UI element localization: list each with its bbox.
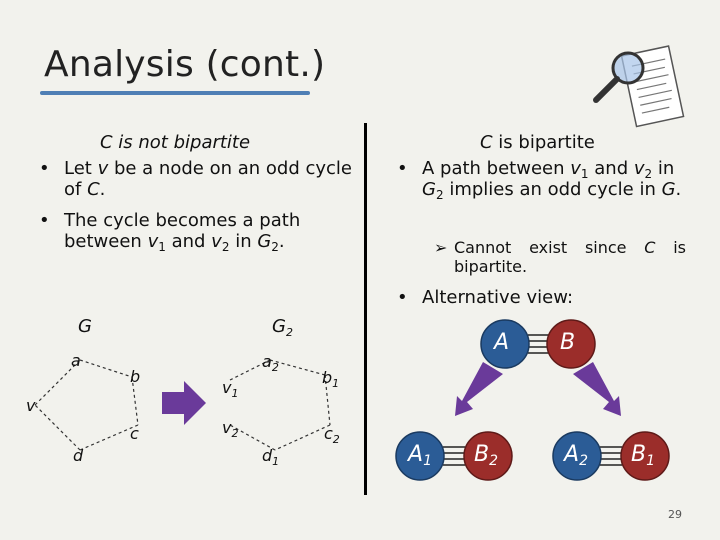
graph-g — [34, 359, 139, 451]
graph-g2-label: G2 — [272, 316, 293, 339]
right-bullet-2: •Alternative view: — [397, 287, 574, 308]
node-v: v — [26, 396, 36, 415]
node-A1: A1 — [408, 442, 432, 469]
node-A: A — [494, 330, 510, 355]
node-c2: c2 — [324, 424, 340, 446]
node-a2: a2 — [262, 352, 279, 374]
node-d1: d1 — [262, 446, 280, 468]
slide-title: Analysis (cont.) — [44, 44, 326, 85]
left-bullet-1: •Let v be a node on an odd cycle of C. — [39, 158, 352, 200]
node-b: b — [130, 367, 141, 386]
right-arrow-icon — [162, 381, 206, 425]
node-A2: A2 — [564, 442, 588, 469]
node-B1: B1 — [631, 442, 656, 469]
left-heading: C is not bipartite — [100, 132, 251, 153]
left-bullet-2: •The cycle becomes a path between v1 and… — [39, 210, 301, 254]
node-d: d — [73, 446, 84, 465]
graph-g2 — [229, 359, 331, 451]
bipartite-view — [395, 319, 670, 481]
page-number: 29 — [668, 508, 682, 521]
node-B: B — [560, 330, 576, 355]
node-v2: v2 — [222, 418, 239, 440]
node-a: a — [71, 351, 81, 370]
right-heading: C is bipartite — [480, 132, 595, 153]
title-underline — [40, 91, 310, 95]
right-bullet-1: •A path between v1 and v2 in G2 implies … — [397, 158, 682, 202]
column-divider — [364, 123, 367, 495]
node-v1: v1 — [222, 378, 239, 400]
graph-g-label: G — [78, 316, 92, 337]
node-B2: B2 — [474, 442, 499, 469]
node-b1: b1 — [322, 368, 340, 390]
right-sub-bullet: ➢Cannot exist since C is bipartite. — [434, 238, 686, 276]
magnifier-document-icon — [593, 45, 685, 128]
node-c: c — [130, 424, 139, 443]
